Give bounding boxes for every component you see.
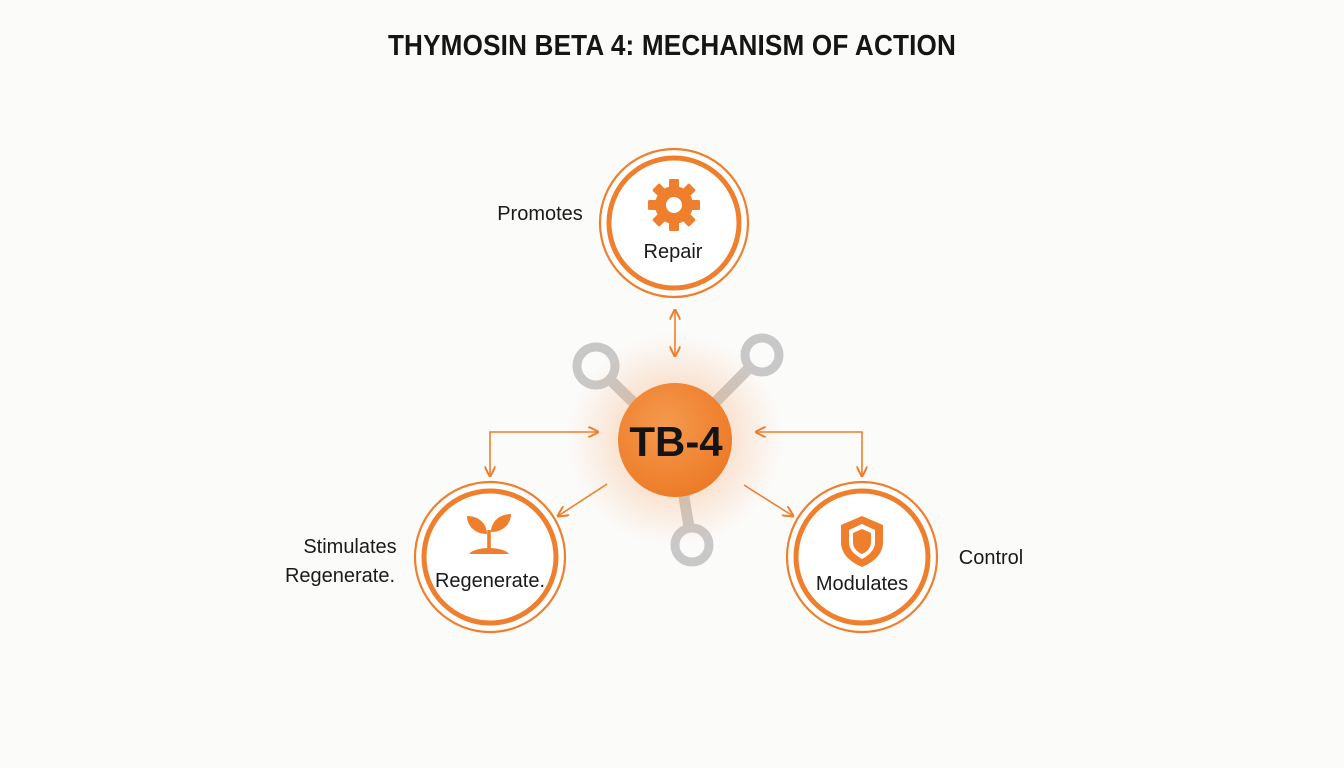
modulates-label: Modulates <box>816 573 908 595</box>
diagram-title: THYMOSIN BETA 4: MECHANISM OF ACTION <box>387 30 957 62</box>
connector-regenerate-diagonal <box>558 483 608 516</box>
connectors <box>490 310 862 516</box>
modulates-side-label: Control <box>959 547 1023 569</box>
repair-node: Repair <box>598 147 750 299</box>
regenerate-node: Regenerate. <box>413 480 567 634</box>
molecule-node-right <box>740 333 784 377</box>
center-label: TB-4 <box>629 418 723 465</box>
regenerate-label: Regenerate. <box>435 570 545 592</box>
regenerate-side-label-line2: Regenerate. <box>285 565 395 587</box>
modulates-node: Modulates <box>785 480 939 634</box>
gear-icon <box>648 179 700 231</box>
connector-regenerate-elbow <box>490 432 598 476</box>
connector-modulates-elbow <box>756 432 862 476</box>
shield-icon <box>841 516 883 567</box>
center-node <box>618 383 732 497</box>
sprout-icon <box>467 514 511 554</box>
repair-label: Repair <box>644 241 703 263</box>
connector-modulates-diagonal <box>743 484 793 516</box>
repair-side-label: Promotes <box>497 203 583 225</box>
regenerate-side-label-line1: Stimulates <box>303 536 396 558</box>
